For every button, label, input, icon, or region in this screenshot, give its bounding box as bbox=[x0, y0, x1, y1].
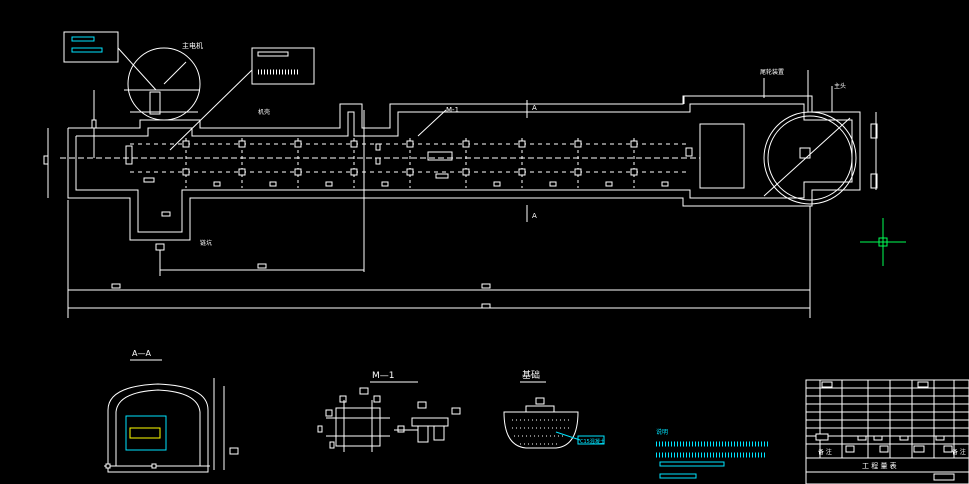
sec-marker-1 bbox=[375, 143, 381, 151]
crosshair-cursor-icon[interactable] bbox=[860, 218, 906, 266]
motor-leader bbox=[163, 61, 187, 85]
head-wheel-outer bbox=[763, 111, 857, 205]
m1-callout-label: M-1 bbox=[446, 106, 459, 114]
head-marker bbox=[685, 147, 693, 157]
motor-shaft bbox=[149, 91, 161, 115]
tail-sprocket bbox=[125, 145, 133, 165]
callout-leader-1 bbox=[117, 47, 157, 91]
dimension-lines bbox=[47, 90, 877, 318]
callout-box-1 bbox=[63, 31, 119, 63]
notes-text-lines bbox=[656, 441, 770, 479]
section-m1-title: M—1 bbox=[372, 371, 395, 381]
m1-block bbox=[427, 151, 453, 161]
callout-box-2 bbox=[251, 47, 315, 85]
section-foundation-title: 基础 bbox=[522, 369, 540, 381]
section-aa-title: A—A bbox=[132, 349, 151, 358]
pit-label-box bbox=[155, 243, 165, 251]
left-end-marker bbox=[43, 155, 49, 165]
callout-leader-2 bbox=[169, 69, 253, 151]
section-aa-drawing bbox=[104, 378, 239, 473]
main-plan-view bbox=[43, 95, 861, 251]
pit-marker bbox=[161, 211, 171, 217]
notes-title: 说明 bbox=[656, 428, 668, 436]
motor-circle bbox=[127, 47, 201, 121]
section-marks bbox=[417, 100, 528, 222]
callout-left bbox=[63, 31, 315, 151]
head-hub bbox=[799, 147, 811, 159]
title-block-row-value: 备 注 bbox=[952, 448, 966, 456]
concrete-label: C15混凝土 bbox=[580, 438, 605, 445]
post-markers bbox=[182, 140, 669, 187]
head-wheel-inner bbox=[767, 115, 853, 201]
tail-marker bbox=[143, 177, 155, 183]
callout-text-3 bbox=[257, 51, 289, 57]
callout-text-2 bbox=[71, 47, 103, 53]
head-frame-box bbox=[699, 123, 745, 189]
housing-label: 机壳 bbox=[258, 108, 270, 116]
head-marker-right bbox=[870, 123, 878, 139]
head-wheel-leader bbox=[763, 117, 851, 197]
conveyor-outline-inner bbox=[75, 103, 853, 233]
conveyor-outline-top bbox=[67, 95, 861, 241]
tail-gear-label: 尾轮装置 bbox=[760, 68, 784, 76]
m1-leader bbox=[417, 109, 447, 137]
m1-small bbox=[435, 173, 449, 179]
sec-marker-2 bbox=[375, 157, 381, 165]
callout-text-1 bbox=[71, 36, 95, 42]
section-mark-bottom: A bbox=[532, 212, 537, 220]
motor-label: 主电机 bbox=[182, 41, 203, 50]
head-label: 主头 bbox=[834, 82, 846, 90]
title-block bbox=[805, 379, 969, 484]
head-marker-right-2 bbox=[870, 173, 878, 189]
title-block-caption: 工 程 量 表 bbox=[862, 461, 897, 470]
pit-label: 链坑 bbox=[200, 239, 212, 247]
motor-assembly bbox=[124, 47, 201, 121]
head-wheel bbox=[763, 70, 878, 205]
section-mark-top: A bbox=[532, 104, 537, 112]
section-m1-drawing bbox=[317, 387, 461, 452]
foundation-drawing bbox=[503, 397, 605, 449]
title-block-row-label: 备 注 bbox=[818, 448, 832, 456]
